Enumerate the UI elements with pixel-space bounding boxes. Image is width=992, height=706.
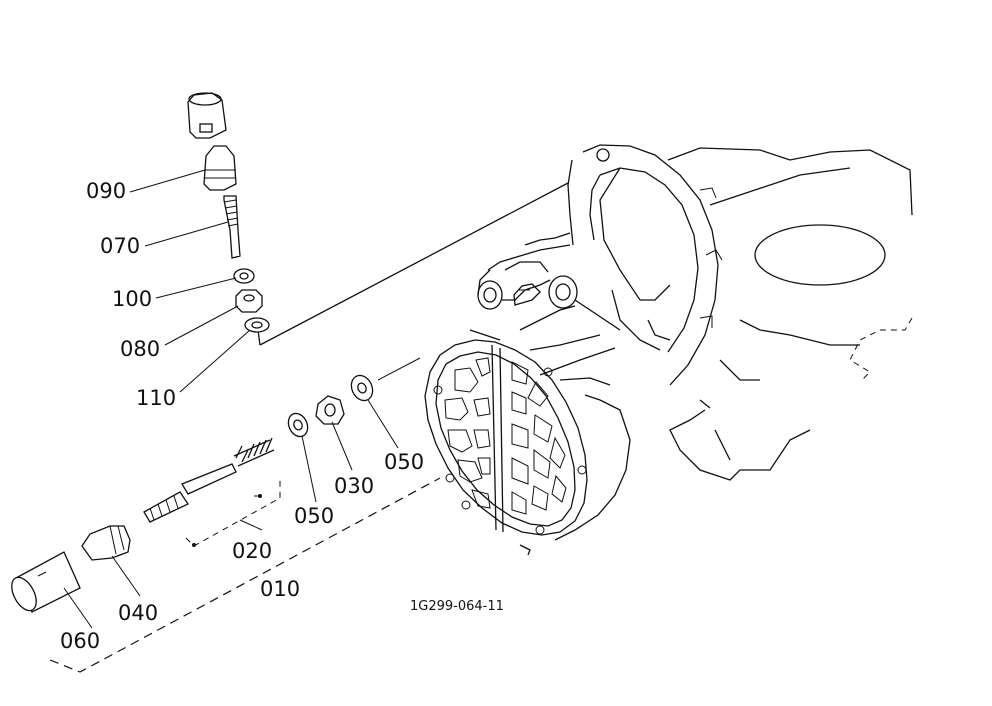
part-washer-050-a [287, 412, 309, 438]
part-valve-stem-020 [143, 463, 237, 523]
part-nut-090 [203, 145, 237, 191]
part-washer-050-b [350, 374, 374, 402]
part-sleeve-060 [11, 551, 81, 613]
callout-060: 060 [60, 629, 100, 653]
engine-housing [469, 144, 913, 556]
callout-100: 100 [112, 287, 152, 311]
callout-030: 030 [334, 474, 374, 498]
part-nut-080 [235, 289, 263, 313]
cover-plate [424, 339, 588, 536]
callout-090: 090 [86, 179, 126, 203]
housing-oval-port [754, 224, 886, 286]
assembly-boundary-line [257, 182, 569, 346]
bracket-010 [49, 477, 441, 673]
leader-lines [63, 169, 399, 629]
callout-040: 040 [118, 601, 158, 625]
callout-050-far: 050 [384, 450, 424, 474]
callout-010: 010 [260, 577, 300, 601]
assembly-axis-line [377, 357, 421, 381]
part-nut-030 [315, 395, 345, 425]
callout-110: 110 [136, 386, 176, 410]
part-washer-100 [233, 268, 255, 284]
drawing-code: 1G299-064-11 [410, 599, 504, 614]
callout-020: 020 [232, 539, 272, 563]
callout-050-near: 050 [294, 504, 334, 528]
part-cap-nut-040 [81, 525, 131, 561]
part-washer-110 [244, 317, 270, 333]
part-threaded-rod-070 [223, 195, 241, 259]
callout-070: 070 [100, 234, 140, 258]
callout-080: 080 [120, 337, 160, 361]
part-spring-020 [233, 437, 275, 467]
part-sleeve-top [187, 92, 227, 139]
